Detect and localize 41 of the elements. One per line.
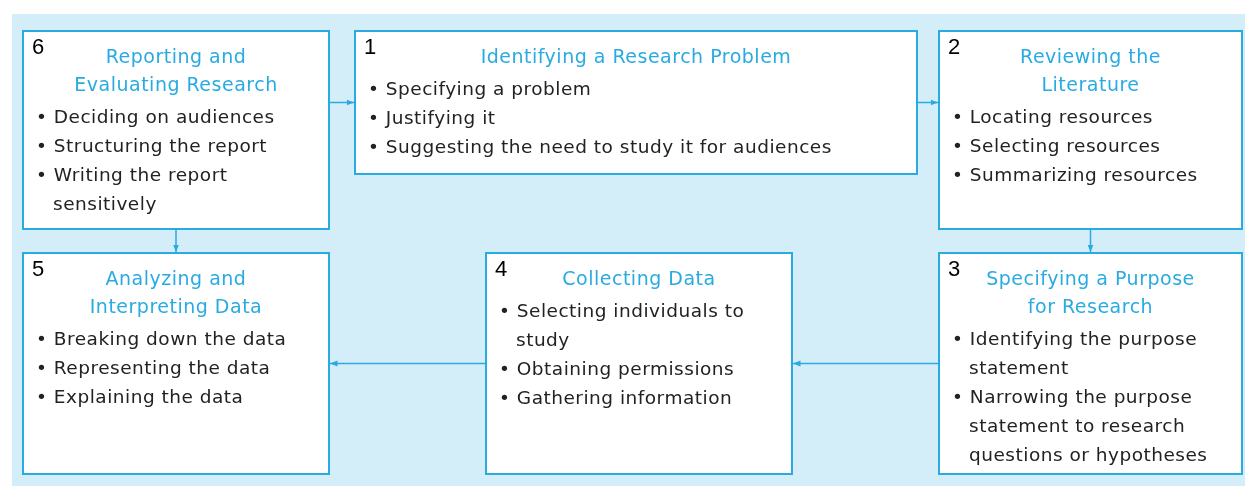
bullet-item: • Summarizing resources (952, 163, 1199, 187)
step-box (485, 252, 793, 475)
bullet-item: • Justifying it (368, 106, 497, 130)
step-title: Identifying a Research Problem (479, 44, 793, 69)
bullet-item: • Suggesting the need to study it for audiences (368, 135, 833, 159)
step-box (22, 30, 330, 230)
arrow (917, 99, 939, 106)
arrow (792, 360, 939, 367)
bullet-item: • Identifying the purpose statement (952, 327, 1198, 380)
arrow (329, 99, 355, 106)
bullet-item: • Explaining the data (36, 385, 245, 409)
step-box (22, 252, 330, 475)
step-number: 2 (948, 34, 961, 60)
arrow (1087, 229, 1094, 253)
step-box (938, 30, 1243, 230)
bullet-item: • Specifying a problem (368, 77, 593, 101)
step-box (938, 252, 1243, 475)
step-number: 3 (948, 256, 961, 282)
bullet-item: • Obtaining permissions (499, 357, 736, 381)
bullet-item: • Selecting individuals to study (499, 299, 746, 352)
bullet-item: • Locating resources (952, 105, 1154, 129)
bullet-item: • Writing the report sensitively (36, 163, 229, 216)
step-title: Collecting Data (561, 266, 717, 291)
step-number: 6 (32, 34, 45, 60)
step-box (354, 30, 918, 175)
step-title: Analyzing and Interpreting Data (88, 266, 264, 319)
bullet-item: • Narrowing the purpose statement to research questions or hypotheses (952, 385, 1209, 467)
arrow (173, 229, 179, 253)
step-number: 5 (32, 256, 45, 282)
step-title: Reviewing the Literature (1019, 44, 1162, 97)
step-number: 4 (495, 256, 508, 282)
arrow (329, 360, 486, 367)
bullet-item: • Breaking down the data (36, 327, 288, 351)
bullet-item: • Deciding on audiences (36, 105, 276, 129)
step-title: Specifying a Purpose for Research (985, 266, 1196, 319)
bullet-item: • Gathering information (499, 386, 734, 410)
step-number: 1 (364, 34, 377, 60)
bullet-item: • Selecting resources (952, 134, 1162, 158)
bullet-item: • Structuring the report (36, 134, 269, 158)
bullet-item: • Representing the data (36, 356, 272, 380)
step-title: Reporting and Evaluating Research (73, 44, 279, 97)
